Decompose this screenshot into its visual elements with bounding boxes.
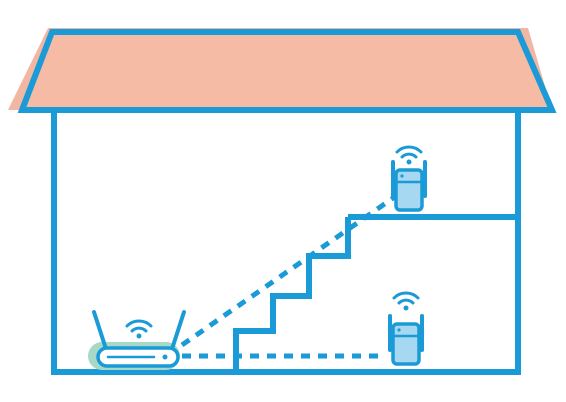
- link-router-to-upper-extender: [180, 193, 398, 348]
- router-icon: [88, 310, 186, 370]
- house-walls: [51, 107, 521, 375]
- range-extender-icon: [388, 314, 424, 366]
- wifi-icon: [395, 145, 423, 165]
- wifi-icon: [392, 291, 420, 311]
- router-led: [162, 354, 168, 360]
- router-antenna-left: [92, 310, 108, 351]
- staircase: [233, 217, 351, 372]
- roof-fill: [22, 32, 552, 110]
- wifi-icon: [125, 319, 153, 339]
- house-outline: [51, 107, 521, 375]
- roof-outline: [17, 29, 557, 113]
- router-antenna-right: [170, 310, 186, 351]
- roof: [8, 28, 557, 113]
- range-extender-icon: [391, 160, 427, 212]
